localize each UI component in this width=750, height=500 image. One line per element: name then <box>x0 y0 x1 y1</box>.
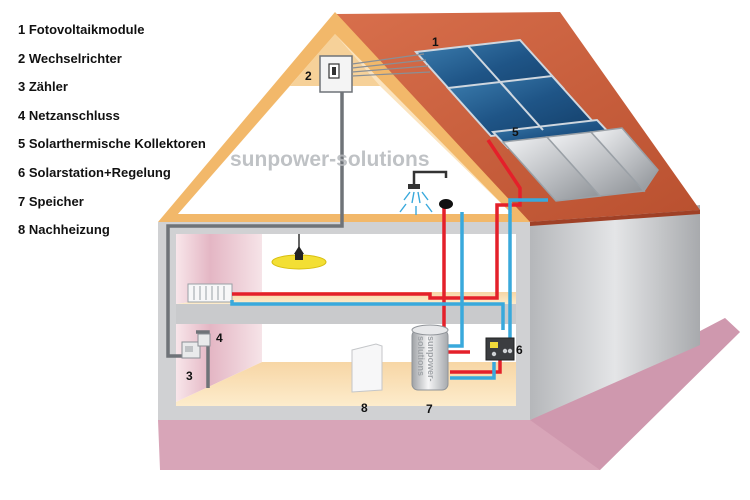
callout-3: 3 <box>186 369 193 383</box>
callout-6: 6 <box>516 343 523 357</box>
side-wall <box>530 205 700 420</box>
svg-text:sunpower- solutions: sunpower- solutions <box>416 336 436 384</box>
meter <box>181 341 201 359</box>
legend-item-5: 5 Solarthermische Kollektoren <box>18 136 206 152</box>
attic-inner <box>178 86 512 214</box>
roof-edge <box>528 210 700 226</box>
inverter <box>319 55 353 93</box>
legend-item-6: 6 Solarstation+Regelung <box>18 164 171 180</box>
callout-5: 5 <box>512 125 519 139</box>
radiator <box>187 283 233 303</box>
legend-item-3: 3 Zähler <box>18 79 68 95</box>
pv-cables <box>351 53 431 77</box>
grid-cable <box>196 330 210 388</box>
callout-8: 8 <box>361 401 368 415</box>
callout-1: 1 <box>432 35 439 49</box>
watermark: sunpower-solutions <box>230 148 430 171</box>
ground-shadow <box>530 318 740 470</box>
shower-icon <box>399 170 453 215</box>
legend-item-4: 4 Netzanschluss <box>18 107 120 123</box>
solar-station <box>485 337 515 361</box>
callout-2: 2 <box>305 69 312 83</box>
solar-collectors <box>501 127 659 202</box>
ceiling-slab <box>176 304 516 324</box>
pv-modules <box>413 38 615 150</box>
cold-pipes <box>230 198 548 380</box>
callout-7: 7 <box>426 402 433 416</box>
tank-label-line2: solutions <box>416 336 426 376</box>
legend-item-1: 1 Fotovoltaikmodule <box>18 22 145 37</box>
grid-connection <box>197 333 211 347</box>
callout-4: 4 <box>216 331 223 345</box>
legend-item-7: 7 Speicher <box>18 193 84 209</box>
inverter-cable <box>166 92 344 358</box>
aux-heater <box>351 343 383 393</box>
legend-item-8: 8 Nachheizung <box>18 222 110 238</box>
legend: 1 Fotovoltaikmodule 2 Wechselrichter 3 Z… <box>18 22 206 251</box>
storage-tank: sunpower- solutions <box>411 324 449 391</box>
tank-label-line1: sunpower- <box>426 336 436 382</box>
lamp-icon <box>271 234 327 270</box>
legend-item-2: 2 Wechselrichter <box>18 50 122 66</box>
